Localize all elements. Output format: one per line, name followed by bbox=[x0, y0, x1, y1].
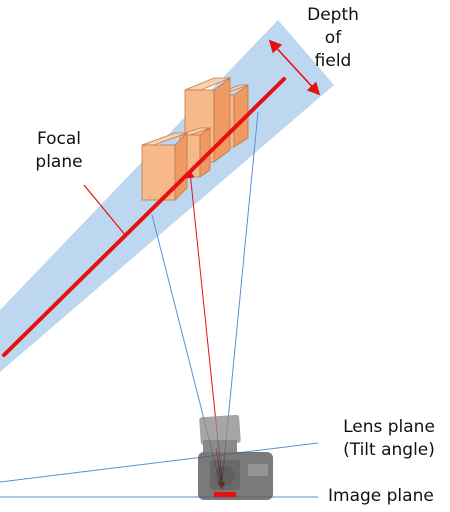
lens-plane-label: Lens plane (Tilt angle) bbox=[330, 416, 448, 462]
depth-of-field-line-3: field bbox=[314, 51, 352, 71]
focal-plane-line-2: plane bbox=[35, 152, 83, 172]
depth-of-field-line-1: Depth bbox=[307, 5, 359, 25]
focal-plane-line-1: Focal bbox=[36, 129, 82, 149]
camera-icon bbox=[198, 414, 273, 500]
focal-plane-line bbox=[2, 77, 286, 357]
focal-plane-pointer bbox=[83, 184, 127, 237]
focal-plane-label: Focal plane bbox=[28, 128, 90, 174]
depth-of-field-line-2: of bbox=[324, 28, 342, 48]
sensor-marker bbox=[214, 492, 236, 497]
image-plane-label: Image plane bbox=[328, 486, 434, 506]
lens-plane-line-1: Lens plane bbox=[343, 417, 435, 437]
double-arrow-icon bbox=[268, 39, 321, 96]
lens-plane-line-2: (Tilt angle) bbox=[343, 440, 435, 460]
lens-plane-line bbox=[0, 442, 319, 483]
depth-of-field-label: Depth of field bbox=[300, 4, 366, 73]
